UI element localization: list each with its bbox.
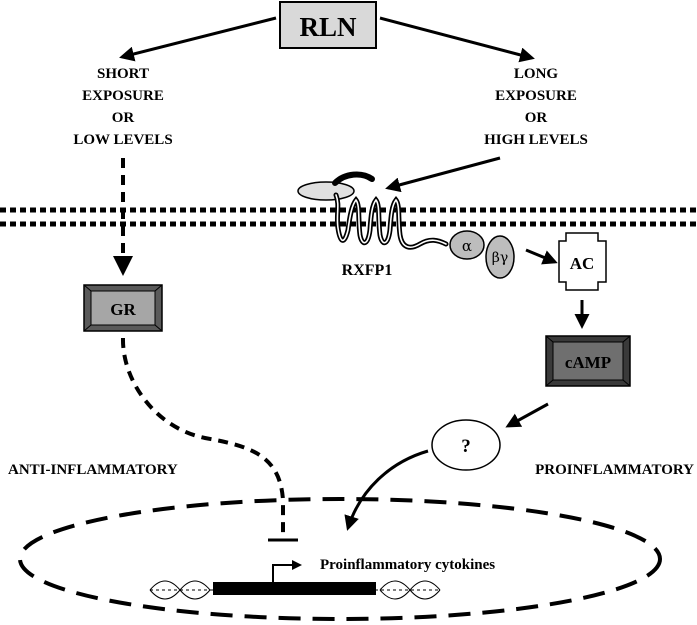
proinflammatory-label: PROINFLAMMATORY xyxy=(535,462,694,478)
g-alpha-label: α xyxy=(462,237,472,255)
arrow-camp-to-unknown xyxy=(505,402,549,428)
gene-block xyxy=(213,582,376,595)
gene-label: Proinflammatory cytokines xyxy=(320,557,495,573)
adenylyl-cyclase: AC xyxy=(558,232,607,291)
svg-text:EXPOSURE: EXPOSURE xyxy=(495,88,577,104)
svg-text:EXPOSURE: EXPOSURE xyxy=(82,88,164,104)
svg-text:OR: OR xyxy=(112,110,135,126)
g-protein: α βγ xyxy=(449,230,515,279)
gr-inhibition-line xyxy=(120,337,285,538)
svg-text:LOW LEVELS: LOW LEVELS xyxy=(73,132,172,148)
right-condition-text: LONG EXPOSURE OR HIGH LEVELS xyxy=(484,66,588,148)
camp-label: cAMP xyxy=(565,353,611,372)
arrow-unknown-to-gene xyxy=(344,449,429,531)
gr-label: GR xyxy=(110,300,136,319)
svg-text:HIGH LEVELS: HIGH LEVELS xyxy=(484,132,588,148)
dna-strand xyxy=(149,580,441,600)
camp-box: cAMP xyxy=(545,335,631,387)
rln-label: RLN xyxy=(299,12,357,42)
transcription-start-arrow xyxy=(272,560,302,582)
nucleus xyxy=(18,497,662,621)
rxfp1-receptor xyxy=(297,171,449,250)
g-betagamma-label: βγ xyxy=(492,250,508,266)
gr-box: GR xyxy=(83,284,163,332)
rxfp1-label: RXFP1 xyxy=(342,262,393,279)
anti-inflammatory-label: ANTI-INFLAMMATORY xyxy=(8,462,178,478)
svg-text:SHORT: SHORT xyxy=(97,66,149,82)
arrow-to-receptor xyxy=(385,156,501,193)
svg-text:OR: OR xyxy=(525,110,548,126)
unknown-label: ? xyxy=(461,436,471,457)
cell-membrane xyxy=(0,207,697,227)
rln-box: RLN xyxy=(279,1,377,49)
arrow-to-ac xyxy=(525,248,558,265)
arrow-rln-right xyxy=(379,16,535,63)
ac-label: AC xyxy=(570,254,595,273)
svg-text:LONG: LONG xyxy=(514,66,559,82)
arrow-rln-left xyxy=(119,16,277,62)
left-condition-text: SHORT EXPOSURE OR LOW LEVELS xyxy=(73,66,172,148)
unknown-mediator: ? xyxy=(431,419,501,471)
